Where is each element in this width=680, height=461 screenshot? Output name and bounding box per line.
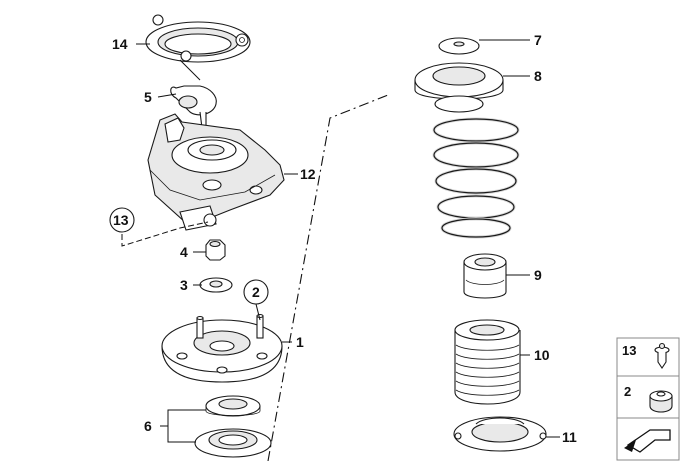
callout-11: 11 xyxy=(562,429,577,445)
callout-12: 12 xyxy=(300,166,316,182)
part-10-bellows xyxy=(454,319,521,405)
part-8-upper-spring-seat xyxy=(414,62,504,113)
coil-spring xyxy=(432,117,520,239)
callout-3: 3 xyxy=(180,277,188,293)
part-9-bump-stop xyxy=(463,253,507,299)
part-5-sensor-plug xyxy=(170,85,217,129)
part-11-lower-spring-seat xyxy=(453,416,547,452)
leader-2 xyxy=(255,303,261,321)
part-12-bracket xyxy=(147,113,285,231)
part-6-bearing-lower xyxy=(194,428,272,458)
callout-7: 7 xyxy=(534,32,542,48)
part-6-bearing-upper xyxy=(205,395,261,417)
callout-14: 14 xyxy=(112,36,128,52)
part-1-strut-mount xyxy=(161,313,292,383)
callout-2: 2 xyxy=(252,284,260,300)
leader-5 xyxy=(157,93,177,98)
group-separator-line xyxy=(267,94,389,461)
callout-13: 13 xyxy=(113,212,129,228)
callout-10: 10 xyxy=(534,347,550,363)
callout-13-circle xyxy=(109,207,135,233)
part-14-sensor-ring xyxy=(145,14,251,81)
part-3-washer xyxy=(199,277,233,293)
callout-4: 4 xyxy=(180,244,188,260)
callout-9: 9 xyxy=(534,267,542,283)
callout-5: 5 xyxy=(144,89,152,105)
callout-8: 8 xyxy=(534,68,542,84)
part-13-leader xyxy=(121,221,209,247)
legend-13-clip-icon xyxy=(654,342,670,369)
view-arrow-icon xyxy=(620,422,676,458)
callout-2-circle xyxy=(243,279,269,305)
part-7-cap xyxy=(438,37,480,55)
legend-label-2: 2 xyxy=(624,384,631,399)
callout-6: 6 xyxy=(144,418,152,434)
legend-2-plug-icon xyxy=(649,390,673,413)
legend-panel: 13 2 xyxy=(616,337,680,461)
callout-1: 1 xyxy=(296,334,304,350)
legend-label-13: 13 xyxy=(622,343,636,358)
part-4-nut xyxy=(205,239,226,261)
